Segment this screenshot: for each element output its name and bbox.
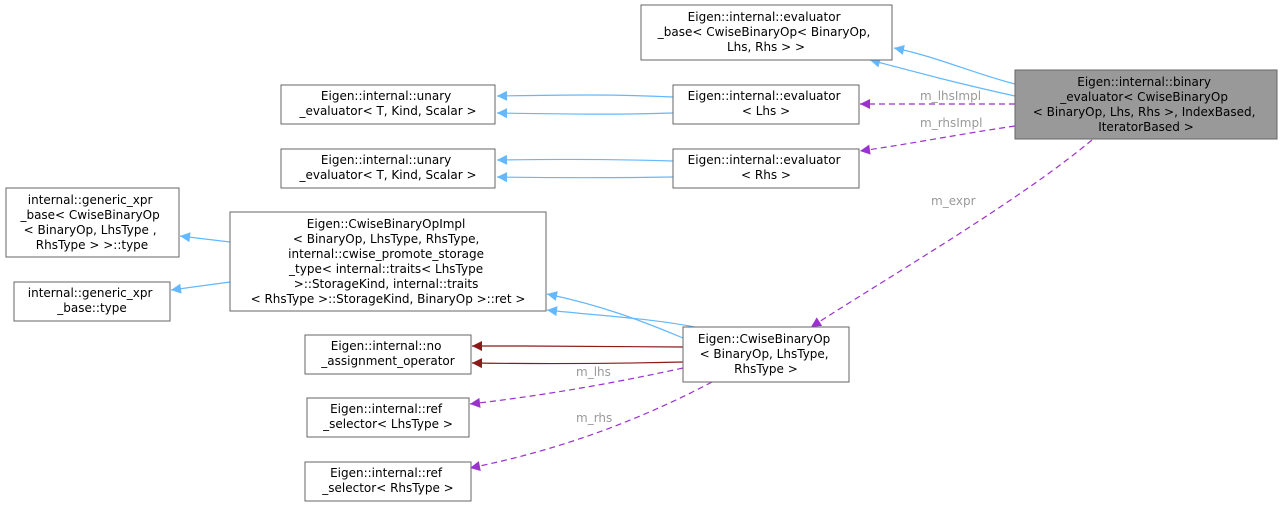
- edge-inherit-evaluator-lhs-to-unary-1a: [496, 90, 674, 101]
- node-line: Eigen::internal::ref: [330, 402, 443, 416]
- edge-usage-m-rhsimpl: [859, 125, 1016, 155]
- node-label: Eigen::internal::evaluator _base< CwiseB…: [657, 10, 874, 54]
- node-evaluator-rhs[interactable]: Eigen::internal::evaluator < Rhs >: [672, 148, 860, 189]
- edges: [170, 45, 1093, 471]
- node-line: _type< internal::traits< LhsType: [288, 262, 483, 276]
- node-generic-xpr-base-cwise[interactable]: internal::generic_xpr _base< CwiseBinary…: [5, 187, 180, 258]
- node-line: < BinaryOp, LhsType ,: [24, 223, 157, 237]
- node-box: [304, 334, 472, 375]
- edge-inherit-cwise-to-impl-2: [546, 306, 701, 329]
- node-cwise-binary-op-impl[interactable]: Eigen::CwiseBinaryOpImpl < BinaryOp, Lhs…: [229, 211, 547, 312]
- edge-label-m-lhs: m_lhs: [576, 365, 611, 379]
- node-box: [672, 148, 860, 189]
- node-line: _selector< LhsType >: [322, 417, 453, 431]
- node-line: _assignment_operator: [320, 354, 454, 368]
- node-line: internal::cwise_promote_storage: [288, 247, 484, 261]
- node-label: Eigen::CwiseBinaryOpImpl < BinaryOp, Lhs…: [251, 217, 526, 306]
- node-line: _evaluator< T, Kind, Scalar >: [298, 104, 476, 118]
- node-box: [13, 281, 171, 322]
- node-line: < Lhs >: [742, 104, 790, 118]
- node-box: [1014, 69, 1278, 140]
- node-line: < Rhs >: [741, 168, 791, 182]
- node-label: Eigen::internal::ref _selector< LhsType …: [322, 402, 453, 431]
- node-line: RhsType > >::type: [36, 238, 148, 252]
- node-label: Eigen::internal::evaluator < Lhs >: [688, 89, 845, 118]
- node-line: < BinaryOp, Lhs, Rhs >, IndexBased,: [1033, 105, 1256, 119]
- edge-inherit-impl-to-generic-xpr-type: [170, 281, 231, 294]
- node-label: internal::generic_xpr _base::type: [28, 286, 156, 315]
- edge-label-m-expr: m_expr: [931, 194, 976, 208]
- edge-inherit-evaluator-rhs-to-unary-2a: [496, 154, 674, 165]
- node-box: [229, 211, 547, 312]
- edge-inherit-evaluator-lhs-to-unary-1b: [496, 108, 674, 119]
- edge-private-cwise-to-no-assign-2: [471, 358, 684, 369]
- edge-inherit-cwise-to-impl-1: [546, 291, 684, 339]
- node-line: _base< CwiseBinaryOp: [19, 208, 159, 222]
- node-evaluator-base[interactable]: Eigen::internal::evaluator _base< CwiseB…: [640, 4, 893, 61]
- node-no-assignment-operator[interactable]: Eigen::internal::no _assignment_operator: [304, 334, 472, 375]
- node-line: >::StorageKind, internal::traits: [294, 277, 479, 291]
- node-line: Eigen::internal::evaluator: [688, 153, 841, 167]
- edge-usage-m-rhs: [469, 381, 713, 471]
- edge-label-m-lhsimpl: m_lhsImpl: [920, 89, 981, 103]
- node-line: _evaluator< CwiseBinaryOp: [1059, 90, 1228, 104]
- node-line: Lhs, Rhs > >: [727, 40, 805, 54]
- edge-private-cwise-to-no-assign-1: [471, 341, 684, 352]
- node-line: Eigen::internal::binary: [1077, 75, 1211, 89]
- node-line: _base< CwiseBinaryOp< BinaryOp,: [657, 25, 871, 39]
- node-evaluator-lhs[interactable]: Eigen::internal::evaluator < Lhs >: [672, 84, 860, 125]
- edge-inherit-binary-to-evaluator-base-1: [893, 45, 1016, 85]
- node-line: Eigen::internal::unary: [321, 153, 451, 167]
- node-label: Eigen::internal::evaluator < Rhs >: [688, 153, 845, 182]
- node-binary-evaluator[interactable]: Eigen::internal::binary _evaluator< Cwis…: [1014, 69, 1278, 140]
- node-line: _selector< RhsType >: [321, 481, 453, 495]
- node-box: [306, 397, 470, 438]
- node-cwise-binary-op[interactable]: Eigen::CwiseBinaryOp < BinaryOp, LhsType…: [682, 326, 850, 383]
- node-line: Eigen::internal::evaluator: [688, 89, 841, 103]
- node-unary-evaluator-1[interactable]: Eigen::internal::unary _evaluator< T, Ki…: [280, 84, 496, 125]
- node-ref-selector-rhs[interactable]: Eigen::internal::ref _selector< RhsType …: [304, 461, 472, 502]
- node-line: Eigen::internal::unary: [321, 89, 451, 103]
- node-box: [672, 84, 860, 125]
- node-box: [280, 148, 496, 189]
- edge-inherit-impl-to-generic-xpr-cwise: [179, 232, 231, 243]
- node-line: _base::type: [56, 301, 127, 315]
- node-label: Eigen::internal::unary _evaluator< T, Ki…: [298, 89, 476, 118]
- node-line: Eigen::internal::no: [331, 339, 442, 353]
- edge-label-m-rhs: m_rhs: [576, 411, 612, 425]
- node-label: Eigen::CwiseBinaryOp < BinaryOp, LhsType…: [698, 332, 834, 376]
- node-box: [5, 187, 180, 258]
- node-line: Eigen::internal::evaluator: [688, 10, 841, 24]
- node-box: [304, 461, 472, 502]
- node-unary-evaluator-2[interactable]: Eigen::internal::unary _evaluator< T, Ki…: [280, 148, 496, 189]
- edge-label-m-rhsimpl: m_rhsImpl: [920, 116, 982, 130]
- node-line: Eigen::CwiseBinaryOp: [698, 332, 830, 346]
- edge-usage-m-lhs: [469, 367, 684, 408]
- node-label: Eigen::internal::unary _evaluator< T, Ki…: [298, 153, 476, 182]
- node-line: < RhsType >::StorageKind, BinaryOp >::re…: [251, 292, 526, 306]
- node-box: [682, 326, 850, 383]
- node-line: IteratorBased >: [1098, 120, 1194, 134]
- node-ref-selector-lhs[interactable]: Eigen::internal::ref _selector< LhsType …: [306, 397, 470, 438]
- node-label: Eigen::internal::ref _selector< RhsType …: [321, 466, 453, 495]
- node-label: internal::generic_xpr _base< CwiseBinary…: [19, 193, 163, 252]
- node-line: < BinaryOp, LhsType, RhsType,: [293, 232, 479, 246]
- node-box: [640, 4, 893, 61]
- node-line: internal::generic_xpr: [28, 286, 153, 300]
- node-label: Eigen::internal::binary _evaluator< Cwis…: [1033, 75, 1260, 134]
- node-line: internal::generic_xpr: [28, 193, 153, 207]
- node-line: < BinaryOp, LhsType,: [700, 347, 829, 361]
- node-line: Eigen::internal::ref: [330, 466, 443, 480]
- node-line: _evaluator< T, Kind, Scalar >: [298, 168, 476, 182]
- node-label: Eigen::internal::no _assignment_operator: [320, 339, 454, 368]
- node-line: Eigen::CwiseBinaryOpImpl: [307, 217, 466, 231]
- node-box: [280, 84, 496, 125]
- edge-labels: m_lhsImpl m_rhsImpl m_expr m_lhs m_rhs: [576, 89, 982, 425]
- node-line: RhsType >: [734, 362, 798, 376]
- edge-inherit-evaluator-rhs-to-unary-2b: [496, 172, 674, 183]
- edge-usage-m-expr: [810, 139, 1093, 328]
- edge-inherit-binary-to-evaluator-base-2: [869, 57, 1016, 97]
- node-generic-xpr-base-type[interactable]: internal::generic_xpr _base::type: [13, 281, 171, 322]
